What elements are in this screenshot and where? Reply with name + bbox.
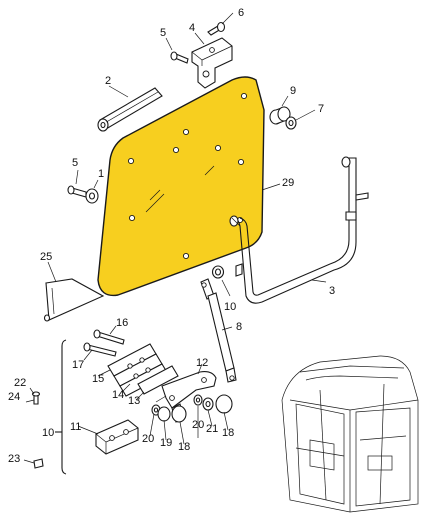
callout-16: 16: [116, 317, 128, 329]
panel-hole: [182, 128, 190, 136]
washer-left[interactable]: [85, 188, 99, 204]
panel-bolt-left[interactable]: [67, 185, 87, 198]
panel-hole: [182, 252, 190, 260]
callout-20b: 20: [192, 419, 204, 431]
bushing-19[interactable]: [157, 406, 171, 422]
callout-21: 21: [206, 423, 218, 435]
pin-handle[interactable]: [235, 263, 243, 277]
callout-4: 4: [189, 22, 195, 34]
callout-29: 29: [282, 177, 294, 189]
hinge-bolt-top[interactable]: [207, 21, 226, 36]
callout-7: 7: [318, 103, 324, 115]
washer-handle[interactable]: [211, 265, 225, 279]
callout-5a: 5: [160, 27, 166, 39]
callout-2: 2: [105, 75, 111, 87]
panel-hole: [172, 146, 180, 154]
callout-22: 22: [14, 377, 26, 389]
latch-plate-stack[interactable]: [107, 343, 169, 397]
washer-20-right[interactable]: [193, 394, 203, 406]
latch-plate-lower[interactable]: [137, 365, 179, 395]
callout-5b: 5: [72, 157, 78, 169]
vent-panel[interactable]: [43, 278, 105, 322]
callout-6: 6: [238, 7, 244, 19]
callout-12: 12: [196, 357, 208, 369]
callout-23: 23: [8, 453, 20, 465]
callout-15: 15: [92, 373, 104, 385]
latch-bolt-top[interactable]: [93, 329, 125, 345]
panel-hole: [240, 92, 248, 100]
latch-assembly-bracket: [55, 339, 67, 475]
seal-strip[interactable]: [97, 87, 163, 132]
door-glass-panel[interactable]: [97, 76, 265, 297]
callout-20a: 20: [142, 433, 154, 445]
callout-24: 24: [8, 391, 20, 403]
callout-19: 19: [160, 437, 172, 449]
bushing[interactable]: [269, 106, 291, 125]
latch-bolt-left[interactable]: [83, 342, 117, 357]
leader-lines: [23, 12, 327, 464]
callout-17: 17: [72, 359, 84, 371]
callout-13: 13: [128, 395, 140, 407]
roller-18-right[interactable]: [215, 394, 233, 414]
roller-18-left[interactable]: [171, 403, 187, 423]
screw-22[interactable]: [31, 391, 41, 405]
gas-strut[interactable]: [200, 278, 237, 383]
panel-hole: [237, 158, 245, 166]
callout-labels: 1 2 3 4 5 5 6 7 8 9 10 10 11 12 13 14 15…: [8, 7, 335, 465]
callout-10b: 10: [42, 427, 54, 439]
panel-hole: [127, 157, 135, 165]
nut[interactable]: [285, 116, 297, 130]
handle-bar[interactable]: [229, 156, 369, 304]
plug-23[interactable]: [33, 458, 44, 469]
washer-21[interactable]: [202, 397, 214, 411]
callout-14: 14: [112, 389, 124, 401]
catch-block[interactable]: [95, 419, 139, 455]
callout-8: 8: [236, 321, 242, 333]
callout-3: 3: [329, 285, 335, 297]
panel-hole: [128, 214, 136, 222]
latch-lever[interactable]: [161, 371, 217, 409]
hinge-bolt-side[interactable]: [170, 51, 189, 64]
panel-hole: [214, 144, 222, 152]
cab-reference-view: [281, 355, 419, 513]
callout-11: 11: [70, 421, 81, 433]
callout-25: 25: [40, 251, 52, 263]
hinge-bracket[interactable]: [191, 37, 233, 89]
callout-9: 9: [290, 85, 296, 97]
callout-10a: 10: [224, 301, 236, 313]
callout-18b: 18: [222, 427, 234, 439]
callout-1: 1: [98, 168, 104, 180]
callout-18a: 18: [178, 441, 190, 453]
